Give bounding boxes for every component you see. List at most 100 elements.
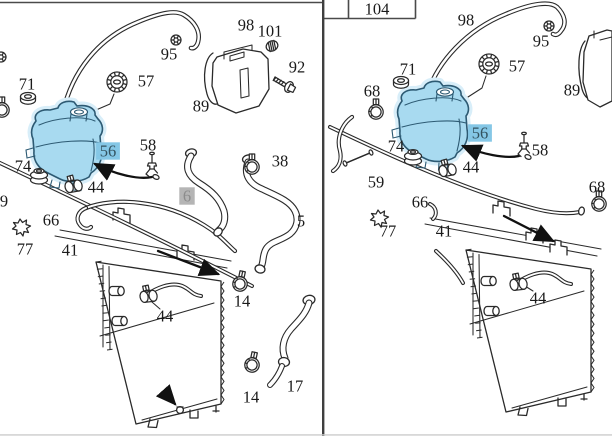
art-shape	[424, 217, 602, 257]
edge-clamp-icon	[0, 96, 10, 118]
art-shape	[582, 29, 612, 108]
hose-clamp-14b-icon	[244, 351, 260, 373]
part-label-right-68-5: 68	[364, 82, 381, 101]
art-shape	[100, 297, 107, 300]
art-shape: 44	[463, 158, 480, 177]
part-label-left-98-0: 98	[238, 16, 255, 35]
art-shape	[95, 260, 225, 405]
art-shape	[109, 85, 114, 90]
art-shape	[244, 357, 260, 373]
art-shape	[172, 35, 176, 39]
group-number-box	[323, 0, 417, 20]
art-shape: 89	[564, 81, 581, 100]
art-shape: 74	[15, 157, 32, 176]
art-shape	[481, 56, 486, 61]
art-shape	[592, 206, 596, 210]
label-highlight-gray	[179, 187, 195, 205]
art-shape	[146, 162, 158, 170]
art-shape	[471, 292, 478, 295]
art-shape	[247, 358, 251, 362]
cap-leader	[467, 75, 487, 98]
art-shape: 44	[530, 289, 547, 308]
filler-cap-57-icon	[106, 71, 128, 93]
art-shape: 68	[364, 82, 381, 101]
art-shape	[122, 83, 128, 86]
art-shape	[439, 89, 451, 95]
art-shape	[524, 153, 532, 161]
art-shape: 101	[258, 22, 283, 41]
art-shape	[176, 41, 180, 45]
art-shape	[269, 41, 273, 52]
level-sensor-58-icon	[145, 151, 160, 181]
part-label-left-41-17: 41	[62, 241, 79, 260]
part-label-right-68-13: 68	[589, 178, 606, 197]
grommet-95-icon	[170, 34, 182, 46]
overflow-bottle-89	[203, 44, 270, 114]
art-shape	[101, 304, 108, 307]
art-shape	[120, 315, 128, 327]
grommet-95-icon	[543, 20, 555, 32]
hose-inner	[515, 271, 572, 285]
art-shape: 71	[19, 75, 36, 94]
part-label-left-56-8[interactable]: 56	[96, 142, 120, 161]
art-shape: 68	[589, 178, 606, 197]
radiator-left	[54, 207, 232, 429]
art-shape	[492, 67, 497, 72]
nut-71-icon	[19, 91, 37, 105]
art-shape: 77	[380, 222, 397, 241]
art-shape: 17	[287, 377, 304, 396]
art-shape: 92	[289, 58, 306, 77]
art-shape	[113, 71, 116, 77]
art-shape: 58	[140, 136, 157, 155]
art-shape: 5	[297, 212, 305, 231]
art-shape	[369, 209, 390, 228]
art-shape	[254, 264, 266, 274]
art-shape: 57	[138, 72, 155, 91]
left-panel-diagram	[0, 1, 323, 429]
part-label-right-59-11: 59	[368, 173, 385, 192]
art-shape	[69, 190, 81, 194]
art-shape	[118, 87, 121, 93]
art-shape	[370, 105, 374, 109]
grommet-stack-74-icon	[403, 148, 423, 166]
callout-arrow-56	[92, 162, 154, 181]
art-shape	[176, 35, 180, 39]
art-shape	[472, 300, 478, 302]
part-label-right-41-15: 41	[436, 222, 453, 241]
hose-inner	[145, 283, 202, 297]
part-label-right-98-1: 98	[458, 11, 475, 30]
art-shape	[482, 57, 496, 71]
grommet-stack-74-icon	[29, 167, 49, 185]
hose-inner	[268, 364, 284, 387]
overflow-bottle-89	[578, 29, 612, 108]
right-panel-icons	[342, 20, 607, 291]
art-shape: 57	[509, 57, 526, 76]
hose-clamp-38-icon	[244, 153, 260, 175]
art-shape: 74	[388, 137, 405, 156]
hose-6	[184, 148, 229, 237]
art-shape	[153, 168, 159, 174]
art-shape	[103, 319, 109, 322]
art-shape: 59	[368, 173, 385, 192]
art-shape: 95	[161, 45, 178, 64]
part-label-left-66-15: 66	[43, 211, 60, 230]
part-label-right-56-7[interactable]: 56	[468, 124, 492, 143]
level-sensor-58-icon	[517, 131, 532, 161]
art-shape	[494, 60, 500, 63]
art-shape	[110, 75, 124, 89]
art-shape: 71	[400, 60, 417, 79]
hose-inner	[426, 2, 566, 94]
label-highlight-blue	[96, 142, 120, 160]
art-shape	[465, 248, 472, 251]
edge-grommet-icon	[0, 51, 7, 63]
part-label-left-14-18: 14	[234, 292, 251, 311]
art-shape	[105, 334, 111, 336]
art-shape	[112, 79, 122, 85]
right-panel-diagram	[323, 0, 612, 417]
art-shape	[485, 69, 488, 75]
art-shape	[490, 53, 493, 59]
art-shape	[492, 305, 500, 317]
art-shape	[368, 149, 374, 156]
hose-inner	[85, 200, 236, 252]
